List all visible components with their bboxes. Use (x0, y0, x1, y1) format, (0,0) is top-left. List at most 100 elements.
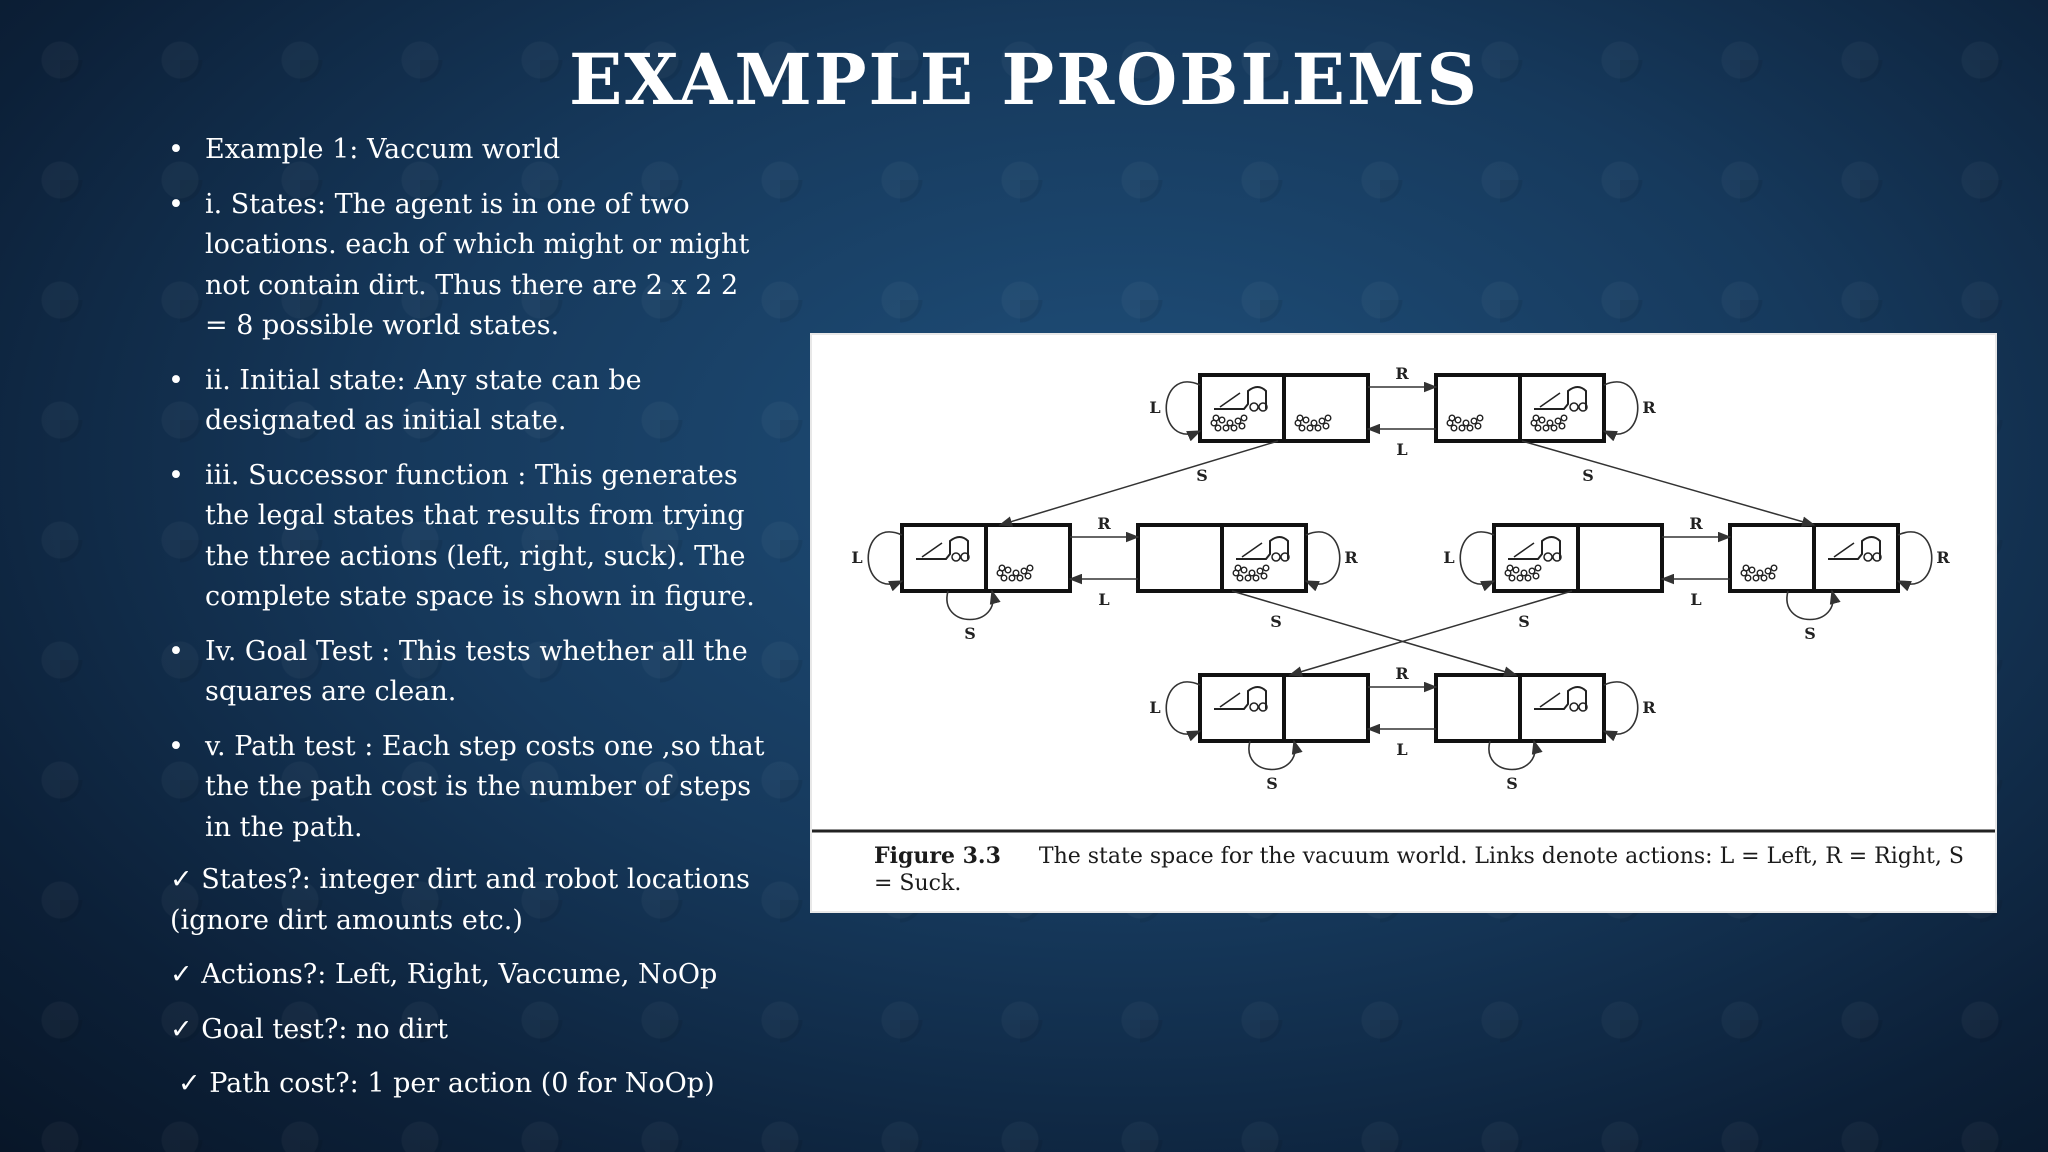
check-item: ✓ Actions?: Left, Right, Vaccume, NoOp (170, 959, 718, 990)
suck-self-loop (1786, 589, 1841, 621)
dirt-icon (1008, 574, 1016, 582)
edge-label-r: R (1395, 664, 1409, 683)
edge-label-r: R (1642, 698, 1656, 717)
dirt-icon (1234, 564, 1242, 572)
vacuum-icon (1214, 386, 1267, 410)
suck-self-loop (946, 589, 1001, 621)
dirt-icon (1752, 574, 1760, 582)
right-self-loop (1304, 531, 1341, 592)
state-left-cell (1728, 523, 1816, 593)
right-self-loop (1602, 681, 1639, 742)
edge-label-r: R (1097, 514, 1111, 533)
state-left-cell (1434, 373, 1522, 443)
dirt-icon (1240, 414, 1248, 422)
dirt-icon (1550, 424, 1558, 432)
suck-edge (998, 440, 1279, 527)
dirt-icon (1296, 414, 1304, 422)
vacuum-handle (1219, 392, 1241, 408)
dirt-icon (1302, 416, 1310, 424)
dirt-icon (1024, 572, 1032, 580)
suck-edge (1231, 590, 1518, 677)
edge-label-s: S (1582, 466, 1594, 485)
vacuum-wheel (1271, 552, 1281, 562)
dirt-icon (1470, 417, 1478, 425)
dirt-icon (1520, 569, 1528, 577)
dirt-icon (1554, 417, 1562, 425)
dirt-icon (1310, 419, 1318, 427)
dirt-icon (1546, 419, 1554, 427)
dirt-icon (1742, 564, 1750, 572)
vacuum-wheel (1578, 702, 1588, 712)
dirt-icon (1516, 574, 1524, 582)
dirt-icon (1770, 564, 1778, 572)
check-item: ✓ Path cost?: 1 per action (0 for NoOp) (178, 1068, 715, 1099)
left-self-loop (1459, 531, 1496, 592)
bullet-item: Iv. Goal Test : This tests whether all t… (168, 632, 768, 713)
dirt-icon (1236, 574, 1244, 582)
dirt-icon (1262, 564, 1270, 572)
dirt-icon (1538, 416, 1546, 424)
vacuum-wheel (1258, 402, 1268, 412)
dirt-icon (1012, 569, 1020, 577)
dirt-icon (1534, 564, 1542, 572)
left-self-loop (1165, 681, 1202, 742)
dirt-icon (1004, 566, 1012, 574)
bullet-item: ii. Initial state: Any state can be desi… (168, 361, 768, 442)
suck-self-loop (1488, 739, 1543, 771)
edge-label-r: R (1642, 398, 1656, 417)
dirt-icon (1748, 566, 1756, 574)
state-left-cell (1136, 523, 1224, 593)
dirt-icon (1756, 569, 1764, 577)
edge-label-l: L (1396, 440, 1407, 459)
dirt-icon (1476, 414, 1484, 422)
dirt-icon (1214, 424, 1222, 432)
dirt-icon (1508, 574, 1516, 582)
bullet-list: Example 1: Vaccum world i. States: The a… (168, 130, 768, 862)
edge-label-l: L (851, 548, 862, 567)
state-right-cell (1282, 673, 1370, 743)
dirt-icon (1458, 424, 1466, 432)
vacuum-wheel (1280, 552, 1290, 562)
left-self-loop (867, 531, 904, 592)
check-item: ✓ States?: integer dirt and robot locati… (170, 864, 750, 936)
bullet-item: iii. Successor function : This generates… (168, 456, 768, 618)
vacuum-wheel (951, 552, 961, 562)
dirt-icon (1230, 424, 1238, 432)
dirt-icon (1532, 572, 1540, 580)
edge-label-s: S (1804, 624, 1816, 643)
vacuum-handle (1241, 542, 1263, 558)
vacuum-wheel (1569, 402, 1579, 412)
dirt-icon (1324, 414, 1332, 422)
figure-caption-text: The state space for the vacuum world. Li… (874, 844, 1964, 896)
dirt-icon (1512, 566, 1520, 574)
edge-label-l: L (1396, 740, 1407, 759)
vacuum-wheel (1569, 702, 1579, 712)
dirt-icon (1306, 424, 1314, 432)
dirt-icon (1244, 574, 1252, 582)
vacuum-icon (1534, 686, 1587, 710)
suck-self-loop (1248, 739, 1303, 771)
vacuum-handle (1539, 692, 1561, 708)
edge-label-s: S (1270, 612, 1282, 631)
vacuum-wheel (1249, 402, 1259, 412)
right-self-loop (1896, 531, 1933, 592)
suck-edge (1521, 440, 1816, 527)
dirt-icon (1016, 574, 1024, 582)
vacuum-handle (1219, 692, 1241, 708)
bullet-item: v. Path test : Each step costs one ,so t… (168, 727, 768, 849)
dirt-icon (1524, 574, 1532, 582)
dirt-icon (1542, 424, 1550, 432)
dirt-icon (1218, 416, 1226, 424)
edge-label-s: S (1506, 774, 1518, 793)
vacuum-handle (1513, 542, 1535, 558)
edge-label-r: R (1936, 548, 1950, 567)
dirt-icon (1314, 424, 1322, 432)
dirt-icon (1534, 424, 1542, 432)
dirt-icon (1298, 424, 1306, 432)
dirt-icon (1764, 567, 1772, 575)
edge-label-s: S (1196, 466, 1208, 485)
edge-label-r: R (1689, 514, 1703, 533)
